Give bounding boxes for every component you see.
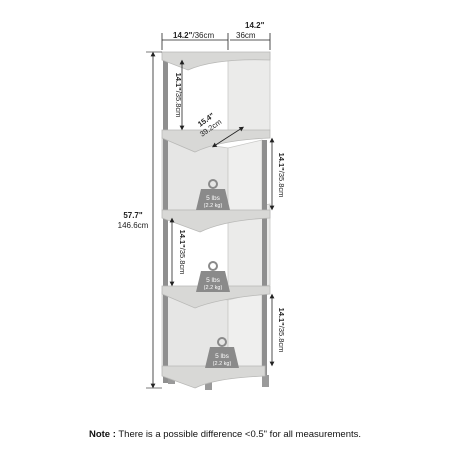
weight-kg-3: (2.2 kg)	[213, 361, 232, 367]
shelf-bottom	[161, 365, 266, 389]
note-text: There is a possible difference <0.5" for…	[115, 429, 362, 440]
top-width-cm: 36cm	[195, 31, 215, 40]
shelf-3	[161, 209, 271, 233]
top-width-inch: 14.2"	[173, 31, 193, 40]
svg-text:14.1"/35.8cm: 14.1"/35.8cm	[277, 308, 286, 353]
back-panel-top	[227, 51, 271, 139]
weight-lbs-3: 5 lbs	[215, 353, 229, 360]
gap-1-inch: 14.1"	[174, 73, 183, 92]
measurement-note: Note : There is a possible difference <0…	[0, 429, 450, 440]
back-panel-2	[227, 139, 263, 221]
diagonal-line	[211, 126, 245, 148]
foot-right	[205, 378, 212, 390]
gap-4-inch: 14.1"	[277, 308, 286, 327]
weight-lbs-2: 5 lbs	[206, 277, 220, 284]
note-label: Note :	[88, 429, 116, 440]
total-height-cm: 146.6cm	[118, 221, 149, 230]
gap-4-cm: /35.8cm	[277, 326, 286, 353]
post-right	[262, 140, 267, 383]
shelf-top	[161, 51, 271, 71]
weight-kg-1: (2.2 kg)	[204, 203, 223, 209]
top-depth-cm: 36cm	[236, 31, 256, 40]
svg-text:14.1"/35.8cm: 14.1"/35.8cm	[277, 153, 286, 198]
gap-1-cm: /35.8cm	[174, 91, 183, 118]
gap-2-inch: 14.1"	[277, 153, 286, 172]
gap-2-cm: /35.8cm	[277, 171, 286, 198]
weight-kg-2: (2.2 kg)	[204, 285, 223, 291]
weight-icon-2: 5 lbs (2.2 kg)	[196, 261, 230, 292]
foot-back	[262, 375, 269, 387]
svg-text:14.1"/35.8cm: 14.1"/35.8cm	[174, 73, 183, 118]
svg-text:14.2"/36cm: 14.2"/36cm	[173, 31, 215, 40]
gap-3-inch: 14.1"	[178, 230, 187, 249]
svg-text:14.1"/35.8cm: 14.1"/35.8cm	[178, 230, 187, 275]
weight-icon-1: 5 lbs (2.2 kg)	[196, 179, 230, 210]
weight-lbs-1: 5 lbs	[206, 195, 220, 202]
top-depth-inch: 14.2"	[245, 21, 265, 30]
gap-3-cm: /35.8cm	[178, 248, 187, 275]
total-height-inch: 57.7"	[123, 211, 143, 220]
weight-icon-3: 5 lbs (2.2 kg)	[205, 337, 239, 368]
